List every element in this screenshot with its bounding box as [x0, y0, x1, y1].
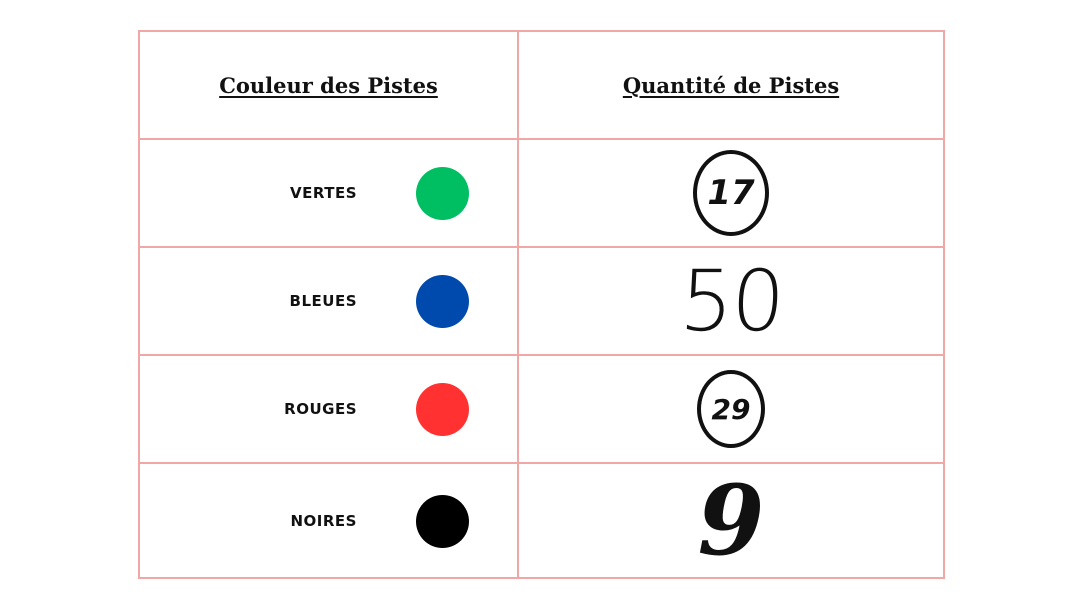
header-quantity: Quantité de Pistes: [517, 30, 945, 140]
color-cell: BLEUES: [138, 246, 519, 356]
color-cell: ROUGES: [138, 354, 519, 464]
table-row: ROUGES 29: [138, 354, 945, 464]
color-cell: NOIRES: [138, 462, 519, 579]
quantity-value: 50: [676, 252, 786, 350]
color-cell: VERTES: [138, 138, 519, 248]
table-row: NOIRES 9: [138, 462, 945, 579]
header-row: Couleur des Pistes Quantité de Pistes: [138, 30, 945, 140]
header-color: Couleur des Pistes: [138, 30, 519, 140]
table-row: BLEUES 50: [138, 246, 945, 356]
row-label: ROUGES: [284, 400, 357, 418]
quantity-cell: 17: [517, 138, 945, 248]
row-label: VERTES: [289, 184, 357, 202]
quantity-cell: 29: [517, 354, 945, 464]
green-dot-icon: [416, 167, 469, 220]
quantity-cell: 9: [517, 462, 945, 579]
table-row: VERTES 17: [138, 138, 945, 248]
quantity-value: 17: [693, 150, 769, 236]
row-label: NOIRES: [290, 511, 357, 530]
quantity-value: 29: [697, 370, 765, 448]
pistes-table: Couleur des Pistes Quantité de Pistes VE…: [138, 30, 945, 579]
blue-dot-icon: [416, 275, 469, 328]
red-dot-icon: [416, 383, 469, 436]
quantity-value: 9: [697, 464, 765, 577]
quantity-cell: 50: [517, 246, 945, 356]
row-label: BLEUES: [289, 292, 357, 310]
black-dot-icon: [416, 494, 469, 548]
